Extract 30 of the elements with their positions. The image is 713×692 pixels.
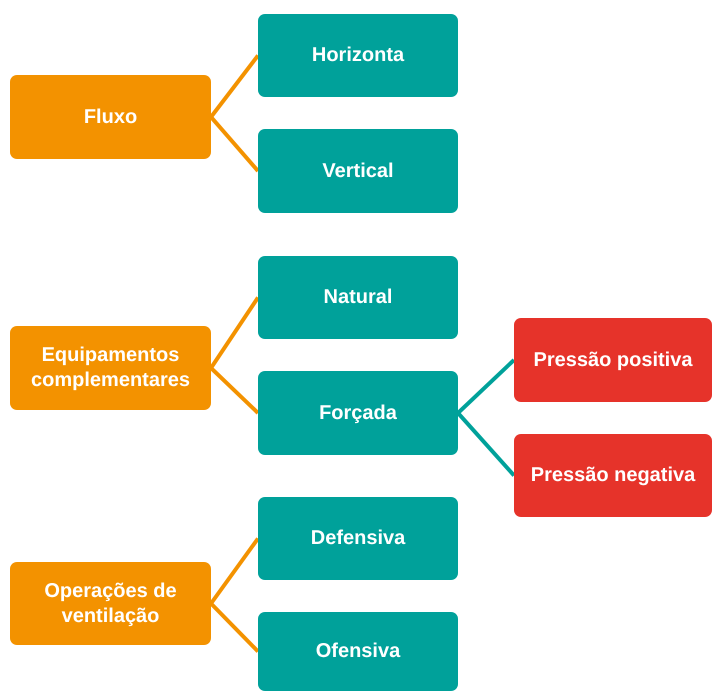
box-label: Forçada [319,400,397,426]
box-label: Horizonta [312,43,404,68]
connector-line [209,537,260,605]
category-box [514,434,712,517]
connector-line [456,358,516,414]
category-box [514,318,712,402]
connector-line [456,412,516,477]
connector-line [210,366,260,414]
category-box [258,497,458,580]
box-label: Operações de ventilação [43,578,178,628]
box-label: Natural [324,285,392,310]
category-box [258,129,458,213]
category-box [10,326,211,410]
box-label: Fluxo [84,104,138,130]
category-box [258,256,458,339]
category-box [258,14,458,97]
box-label: Vertical [322,158,394,184]
category-box [258,371,458,455]
box-label: Pressão negativa [530,463,696,488]
category-box [10,75,211,159]
connector-line [209,54,260,118]
box-label: Ofensiva [316,639,400,664]
box-label: Equipamentos complementares [30,343,191,393]
connector-line [209,296,260,370]
box-label: Defensiva [310,526,406,551]
connector-line [210,602,260,653]
category-box [258,612,458,691]
connector-line [210,116,260,172]
box-label: Pressão positiva [534,348,692,372]
category-box [10,562,211,645]
